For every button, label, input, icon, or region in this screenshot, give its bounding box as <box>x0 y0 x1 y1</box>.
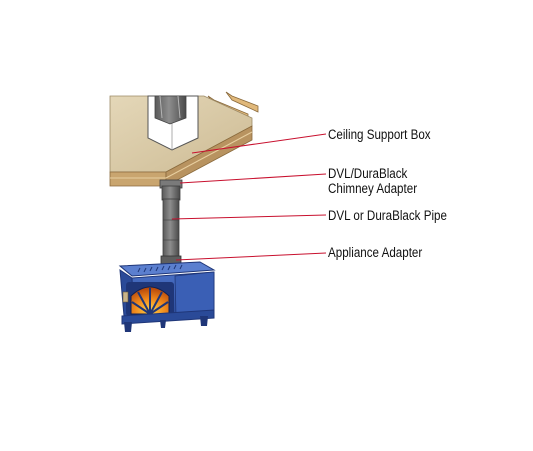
leader-appliance-adapter <box>175 252 327 261</box>
label-chimney-adapter-line1: DVL/DuraBlack <box>328 166 408 181</box>
label-chimney-adapter-line2: Chimney Adapter <box>328 181 418 196</box>
wood-stove <box>118 261 216 332</box>
leader-lines <box>171 133 327 261</box>
label-chimney-adapter: DVL/DuraBlack Chimney Adapter <box>328 166 417 196</box>
label-appliance-adapter: Appliance Adapter <box>328 245 423 260</box>
leader-ceiling-support-box <box>191 133 327 154</box>
chimney-adapter <box>161 185 181 201</box>
leader-chimney-adapter <box>179 173 327 184</box>
stove-pipe <box>162 198 180 262</box>
label-ceiling-support-box: Ceiling Support Box <box>328 127 431 142</box>
leader-pipe <box>171 214 327 220</box>
label-pipe: DVL or DuraBlack Pipe <box>328 208 447 223</box>
